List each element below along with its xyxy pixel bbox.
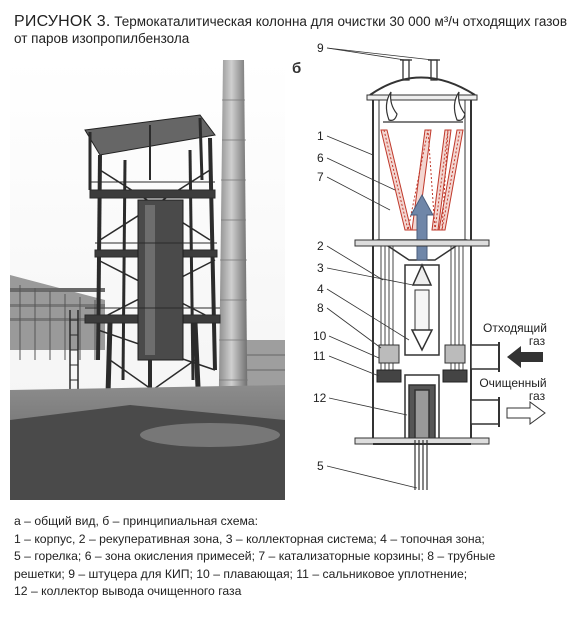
- callout-2: 2: [317, 239, 324, 253]
- upper-burner-nozzles: [383, 91, 466, 123]
- callout-12: 12: [313, 391, 327, 405]
- top-flange: [366, 94, 478, 101]
- chimney: [218, 60, 248, 460]
- callout-1: 1: [317, 129, 324, 143]
- callout-8: 8: [317, 301, 324, 315]
- column-schematic: Отходящий газ Очищенный газ 9 1 6 7 2 3 …: [313, 41, 547, 490]
- leader-10: [328, 335, 380, 359]
- outlet-label-1: Очищенный: [479, 376, 546, 390]
- caption-line: решетки; 9 – штуцера для КИП; 10 – плава…: [14, 566, 468, 581]
- inlet-label-2: газ: [529, 334, 546, 348]
- callout-3: 3: [317, 261, 324, 275]
- leader-11: [328, 355, 380, 377]
- leader-1: [326, 135, 374, 156]
- outlet-nozzle: [470, 397, 500, 427]
- callout-7: 7: [317, 170, 324, 184]
- leader-6: [326, 157, 396, 191]
- figure-number: РИСУНОК 3.: [14, 13, 111, 30]
- burner-pipes: [414, 440, 428, 490]
- callout-10: 10: [313, 329, 327, 343]
- leader-9b: [326, 47, 434, 61]
- callout-9: 9: [317, 41, 324, 55]
- caption-line: а – общий вид, б – принципиальная схема:: [14, 514, 259, 528]
- callout-4: 4: [317, 282, 324, 296]
- caption-line: 12 – коллектор вывода очищенного газа: [14, 584, 242, 599]
- steel-framework: [69, 114, 221, 431]
- leader-2: [326, 245, 384, 281]
- column-photo: [10, 60, 285, 500]
- leader-8: [326, 307, 382, 349]
- callout-11: 11: [313, 349, 326, 363]
- outlet-arrow: [506, 401, 546, 425]
- leader-5: [326, 465, 418, 489]
- leader-4: [326, 288, 410, 341]
- figure-title: РИСУНОК 3. Термокаталитическая колонна д…: [14, 13, 567, 31]
- figure-caption: а – общий вид, б – принципиальная схема:…: [14, 513, 559, 601]
- column-shell: [372, 100, 472, 240]
- tube-sheets: [376, 344, 468, 383]
- figure-title-continuation: от паров изопропилбензола: [14, 31, 190, 46]
- callout-6: 6: [317, 151, 324, 165]
- inlet-arrow: [507, 346, 543, 368]
- leader-3: [326, 267, 414, 286]
- gas-flow-arrow: [410, 193, 434, 261]
- top-dome: [369, 76, 476, 96]
- clean-gas-collector: [404, 374, 440, 441]
- panel-label-b: б: [292, 60, 302, 77]
- outlet-label-2: газ: [529, 389, 546, 403]
- leader-9a: [326, 47, 406, 61]
- leader-7: [326, 176, 391, 211]
- combustion-chamber: [404, 263, 440, 356]
- ground: [10, 385, 285, 500]
- caption-line: 5 – горелка; 6 – зона окисления примесей…: [14, 549, 496, 564]
- inlet-label-1: Отходящий: [483, 321, 547, 335]
- inlet-nozzle: [470, 342, 500, 372]
- callout-5: 5: [317, 459, 324, 473]
- instrument-fittings: [400, 59, 440, 81]
- leader-12: [328, 397, 408, 416]
- middle-flange: [354, 239, 490, 247]
- caption-line: 1 – корпус, 2 – рекуперативная зона, 3 –…: [14, 531, 485, 546]
- background-buildings: [10, 275, 285, 400]
- figure-title-text: Термокаталитическая колонна для очистки …: [114, 14, 567, 29]
